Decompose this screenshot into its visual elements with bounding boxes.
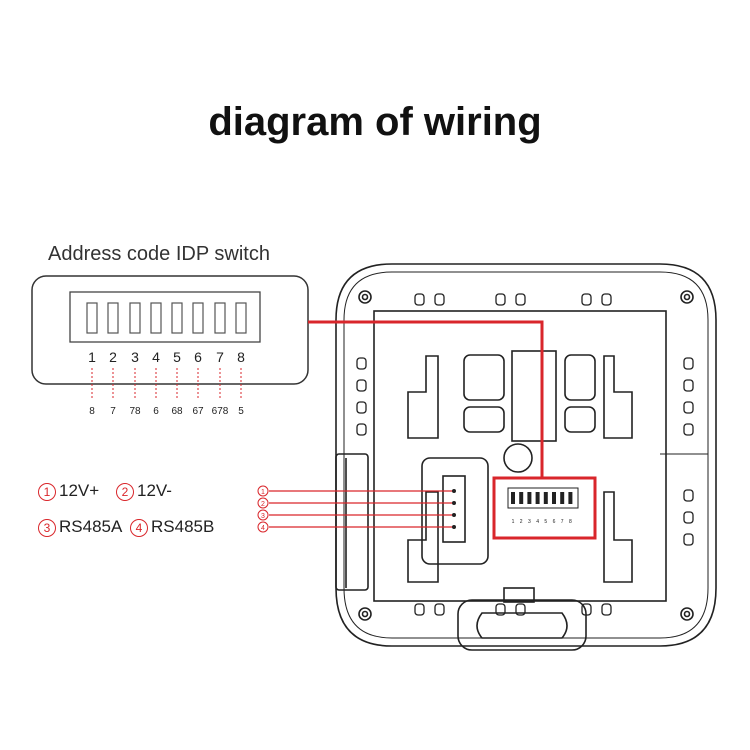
vent-slot (515, 293, 526, 306)
terminal-marker-number: 1 (261, 489, 265, 496)
board-dip-number: 3 (528, 519, 531, 525)
vent-slot (683, 357, 694, 370)
terminal-pin (452, 501, 456, 505)
terminal-pin (452, 513, 456, 517)
board-dip-number: 2 (520, 519, 523, 525)
terminal-pin (452, 489, 456, 493)
idp-dip-slots (86, 302, 247, 334)
idp-slot (171, 302, 183, 334)
vent-slot (414, 293, 425, 306)
board-dip-slot (560, 492, 565, 504)
terminal-leads: 1 2 3 4 (257, 485, 456, 533)
idp-slot (192, 302, 204, 334)
vent-slot (434, 293, 445, 306)
terminal-marker-number: 3 (261, 513, 265, 520)
board-dip-number: 4 (536, 519, 539, 525)
diagram-title: diagram of wiring (208, 100, 542, 144)
vent-slot (515, 603, 526, 616)
terminal-marker-number: 4 (261, 525, 265, 532)
idp-slot (214, 302, 226, 334)
terminal-marker-number: 2 (261, 501, 265, 508)
vent-slot (581, 603, 592, 616)
board-dip-number: 8 (569, 519, 572, 525)
vent-slot (601, 293, 612, 306)
idp-slot (235, 302, 247, 334)
idp-position-label: 2 (109, 349, 117, 365)
vent-slot (683, 423, 694, 436)
board-dip-slot (527, 492, 532, 504)
vent-slot (683, 379, 694, 392)
idp-code-values: 8 7 78 6 68 67 678 5 (89, 406, 244, 417)
device-body (335, 263, 717, 651)
vent-slot (683, 489, 694, 502)
vent-slot (414, 603, 425, 616)
idp-code-label: 678 (212, 406, 229, 417)
idp-slot (107, 302, 119, 334)
board-dip-number: 6 (553, 519, 556, 525)
idp-position-label: 1 (88, 349, 96, 365)
idp-slot (86, 302, 98, 334)
vent-slot (356, 379, 367, 392)
board-dip-number: 5 (544, 519, 547, 525)
idp-code-label: 5 (238, 406, 244, 417)
board-dip-number: 1 (512, 519, 515, 525)
vent-slot (434, 603, 445, 616)
terminal-pin (452, 525, 456, 529)
vent-slot (581, 293, 592, 306)
idp-slot (129, 302, 141, 334)
idp-position-label: 7 (216, 349, 224, 365)
callout-leader-line (308, 320, 544, 478)
terminal-marker-circle (257, 521, 269, 533)
idp-leader-lines (91, 368, 242, 398)
idp-position-label: 8 (237, 349, 245, 365)
idp-code-label: 6 (153, 406, 159, 417)
board-dip-slots (511, 492, 573, 504)
board-dip-slot (568, 492, 573, 504)
board-dip-slot (511, 492, 515, 504)
vent-slot (356, 423, 367, 436)
board-dip-number: 7 (561, 519, 564, 525)
vent-slot (601, 603, 612, 616)
idp-position-label: 5 (173, 349, 181, 365)
vent-slot (495, 293, 506, 306)
terminal-marker-circle (257, 509, 269, 521)
idp-code-label: 68 (171, 406, 183, 417)
idp-position-label: 3 (131, 349, 139, 365)
vent-slot (683, 401, 694, 414)
vent-slot (683, 533, 694, 546)
idp-code-label: 8 (89, 406, 95, 417)
idp-slot (150, 302, 162, 334)
device-vents (356, 293, 694, 616)
vent-slot (356, 401, 367, 414)
idp-position-label: 4 (152, 349, 160, 365)
terminal-marker-circle (257, 497, 269, 509)
vent-slot (356, 357, 367, 370)
idp-code-label: 78 (129, 406, 141, 417)
board-dip-slot (535, 492, 540, 504)
board-dip-slot (552, 492, 556, 504)
board-dip-slot (519, 492, 524, 504)
idp-code-label: 67 (192, 406, 204, 417)
idp-position-label: 6 (194, 349, 202, 365)
board-dip-slot (543, 492, 548, 504)
vent-slot (495, 603, 506, 616)
idp-switch-label: Address code IDP switch (48, 243, 270, 265)
idp-code-label: 7 (110, 406, 116, 417)
terminal-marker-circle (257, 485, 269, 497)
vent-slot (683, 511, 694, 524)
